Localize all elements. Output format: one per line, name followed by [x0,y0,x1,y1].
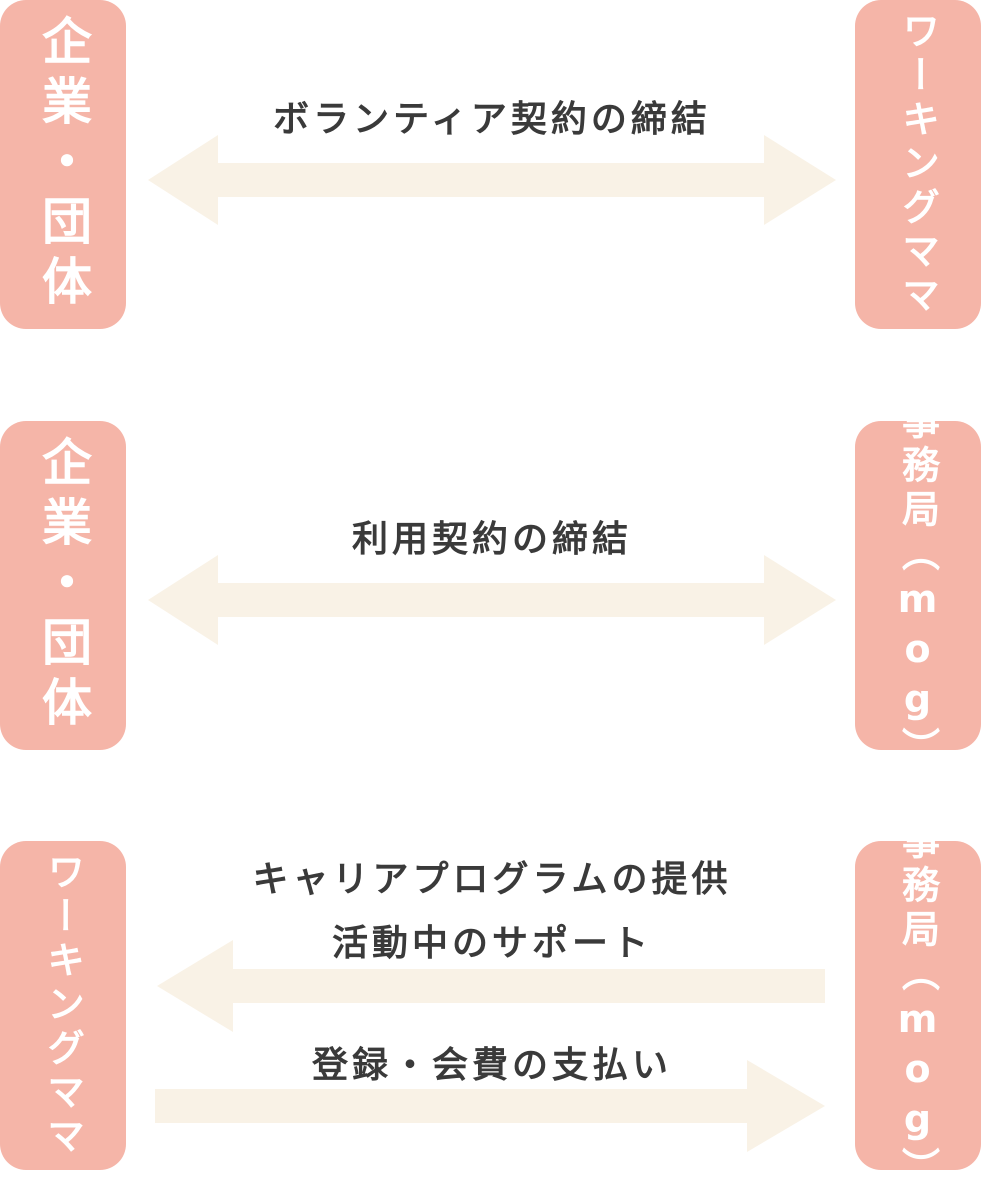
party-label: ワーキングママ [40,851,85,1160]
double-arrow-shape [148,135,836,225]
party-box-office-2: 事務局（mog） [855,821,981,1191]
volunteer-contract-label: ボランティア契約の締結 [273,99,711,140]
party-label: 事務局（mog） [895,820,940,1191]
party-box-working-mom-1: ワーキングママ [855,0,981,329]
party-label: 企業・団体 [34,435,92,736]
double-arrow-shape [148,555,836,645]
activity-support-label: 活動中のサポート [331,923,652,964]
party-box-working-mom-2: ワーキングママ [0,841,126,1170]
career-program-label: キャリアプログラムの提供 [252,859,732,900]
left-arrow [157,940,825,1032]
double-arrow-2 [148,555,836,645]
party-box-office-1: 事務局（mog） [855,401,981,771]
party-label: 企業・団体 [34,14,92,315]
right-arrow-shape [155,1060,825,1152]
usage-contract-label: 利用契約の締結 [351,519,632,560]
party-box-company-2: 企業・団体 [0,421,126,750]
double-arrow-1 [148,135,836,225]
party-label: 事務局（mog） [895,400,940,771]
party-label: ワーキングママ [895,10,940,319]
right-arrow [155,1060,825,1152]
left-arrow-shape [157,940,825,1032]
party-box-company-1: 企業・団体 [0,0,126,329]
registration-fee-label: 登録・会費の支払い [311,1045,672,1086]
